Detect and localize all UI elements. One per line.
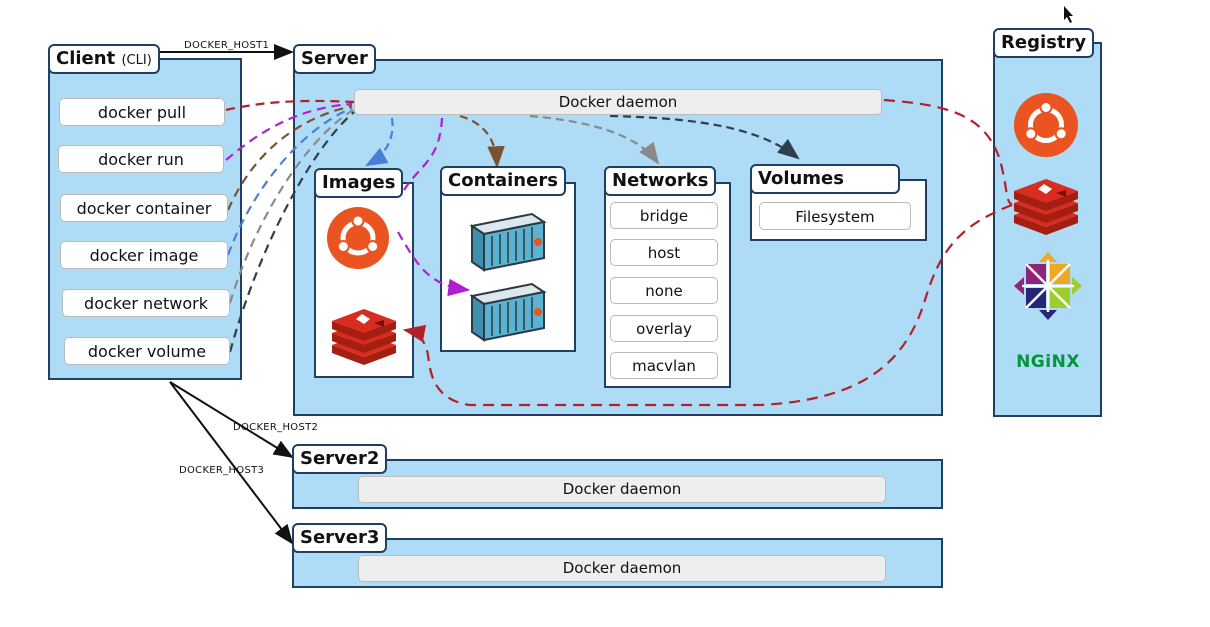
pull-connector [225,99,356,112]
container-connector [226,104,353,211]
container-icon [469,212,547,272]
client-title: Client (CLI) [48,44,160,74]
redis-registry-icon [1014,179,1078,235]
docker-network-command: docker network [62,289,230,317]
network-macvlan: macvlan [610,352,718,379]
host2-arrow [169,381,294,459]
centos-icon [1014,252,1082,320]
docker-volume-command: docker volume [64,337,230,365]
ubuntu-registry-icon [1014,93,1078,157]
network-host: host [610,239,718,266]
networks-title: Networks [604,166,717,196]
client-title-text: Client [56,48,116,69]
server-title: Server [293,44,376,74]
docker-container-command: docker container [60,194,228,222]
server2-docker-daemon: Docker daemon [358,476,886,503]
docker-host3-label: DOCKER_HOST3 [179,465,265,476]
host3-arrow [169,381,294,545]
network-none: none [610,277,718,304]
docker-host2-label: DOCKER_HOST2 [233,422,319,433]
redis-image-icon [332,309,396,365]
server3-docker-daemon: Docker daemon [358,555,886,582]
nginx-logo: NGiNX [1016,352,1080,372]
client-title-suffix: (CLI) [121,53,152,68]
images-title: Images [314,168,404,198]
volume-filesystem: Filesystem [759,202,911,230]
daemon-to-images [365,117,394,167]
network-overlay: overlay [610,315,718,342]
daemon-to-containers [459,114,505,169]
volume-connector [228,111,355,353]
docker-daemon: Docker daemon [354,89,882,115]
container-icon [469,282,547,342]
daemon-to-volumes [609,114,800,160]
network-bridge: bridge [610,202,718,229]
pull-path [883,98,1013,206]
containers-title: Containers [440,166,566,196]
server2-title: Server2 [292,444,388,474]
daemon-to-networks [529,114,660,165]
mouse-cursor-icon [1064,6,1073,23]
run-connector [225,102,353,161]
server3-title: Server3 [292,523,388,553]
docker-run-command: docker run [58,145,224,173]
containers-box [440,182,576,352]
run-path [397,117,468,290]
network-connector [228,109,354,304]
volumes-title: Volumes [750,164,900,194]
docker-image-command: docker image [60,241,228,269]
docker-pull-command: docker pull [59,98,225,126]
docker-host1-label: DOCKER_HOST1 [184,40,270,51]
ubuntu-image-icon [327,207,389,269]
registry-title: Registry [993,28,1095,58]
pull-return-path [402,203,1013,407]
